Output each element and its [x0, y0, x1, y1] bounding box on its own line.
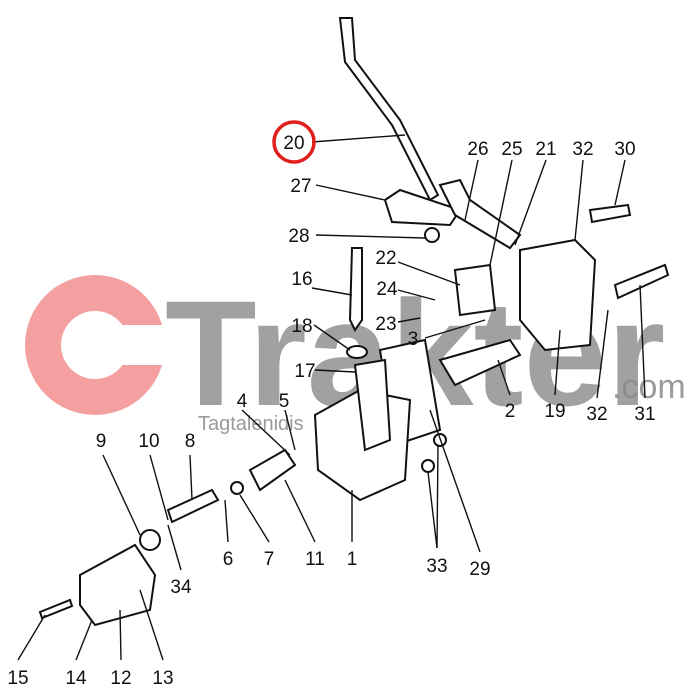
bolt-15: [38, 598, 74, 620]
callout-10[interactable]: 10: [138, 431, 159, 452]
ball: [230, 481, 244, 495]
watermark-subtitle: Tagtalenidis: [198, 413, 304, 435]
washer: [424, 227, 440, 243]
callout-11[interactable]: 11: [305, 549, 325, 570]
highlight-circle: [272, 120, 316, 164]
callout-14[interactable]: 14: [65, 668, 87, 689]
callout-6[interactable]: 6: [223, 549, 234, 570]
callout-5[interactable]: 5: [279, 391, 290, 412]
bolt-30: [588, 203, 632, 224]
callout-31[interactable]: 31: [634, 404, 655, 425]
callout-18[interactable]: 18: [291, 316, 312, 337]
watermark-domain: .com: [612, 368, 686, 406]
callout-labels: 20 26 25 21 32 30 27 28 22 16 24 23 3 18…: [7, 133, 655, 689]
plunger: [438, 338, 522, 387]
watermark-logo-icon: [25, 275, 175, 415]
leader-lines: [17, 134, 646, 661]
callout-8[interactable]: 8: [185, 431, 196, 452]
banjo-bolt: [383, 188, 462, 227]
callout-9[interactable]: 9: [96, 431, 107, 452]
sleeve: [248, 448, 297, 492]
callout-33[interactable]: 33: [426, 556, 447, 577]
callout-1[interactable]: 1: [347, 549, 358, 570]
nut: [346, 345, 368, 359]
callout-2[interactable]: 2: [505, 401, 516, 422]
callout-32-right[interactable]: 32: [586, 404, 607, 425]
callout-26[interactable]: 26: [467, 139, 488, 160]
callout-13[interactable]: 13: [152, 668, 173, 689]
screw: [348, 247, 363, 332]
callout-32-top[interactable]: 32: [572, 139, 593, 160]
callout-30[interactable]: 30: [614, 139, 635, 160]
callout-12[interactable]: 12: [110, 668, 131, 689]
callout-25[interactable]: 25: [501, 139, 522, 160]
callout-23[interactable]: 23: [375, 314, 396, 335]
callout-20[interactable]: 20: [283, 133, 304, 154]
fuel-pipe: [338, 17, 440, 202]
callout-29[interactable]: 29: [469, 559, 490, 580]
end-cover: [79, 543, 157, 627]
cover-housing: [519, 238, 597, 352]
callout-24[interactable]: 24: [376, 279, 398, 300]
callout-28[interactable]: 28: [288, 226, 309, 247]
callout-4[interactable]: 4: [237, 391, 248, 412]
callout-17[interactable]: 17: [294, 361, 315, 382]
callout-34[interactable]: 34: [170, 577, 192, 598]
callout-21[interactable]: 21: [535, 139, 556, 160]
lever: [438, 178, 522, 250]
callout-22[interactable]: 22: [375, 248, 396, 269]
callout-27[interactable]: 27: [290, 176, 311, 197]
callout-16[interactable]: 16: [291, 269, 312, 290]
spring: [166, 488, 220, 524]
parts-drawing: [38, 17, 670, 627]
callout-3[interactable]: 3: [408, 329, 419, 350]
callout-15[interactable]: 15: [7, 668, 28, 689]
o-ring-b: [421, 459, 435, 473]
valve: [139, 529, 161, 551]
callout-19[interactable]: 19: [544, 401, 565, 422]
bolt-31: [613, 263, 670, 300]
pump-arm: [353, 358, 392, 452]
bracket: [453, 263, 497, 317]
callout-7[interactable]: 7: [264, 549, 275, 570]
